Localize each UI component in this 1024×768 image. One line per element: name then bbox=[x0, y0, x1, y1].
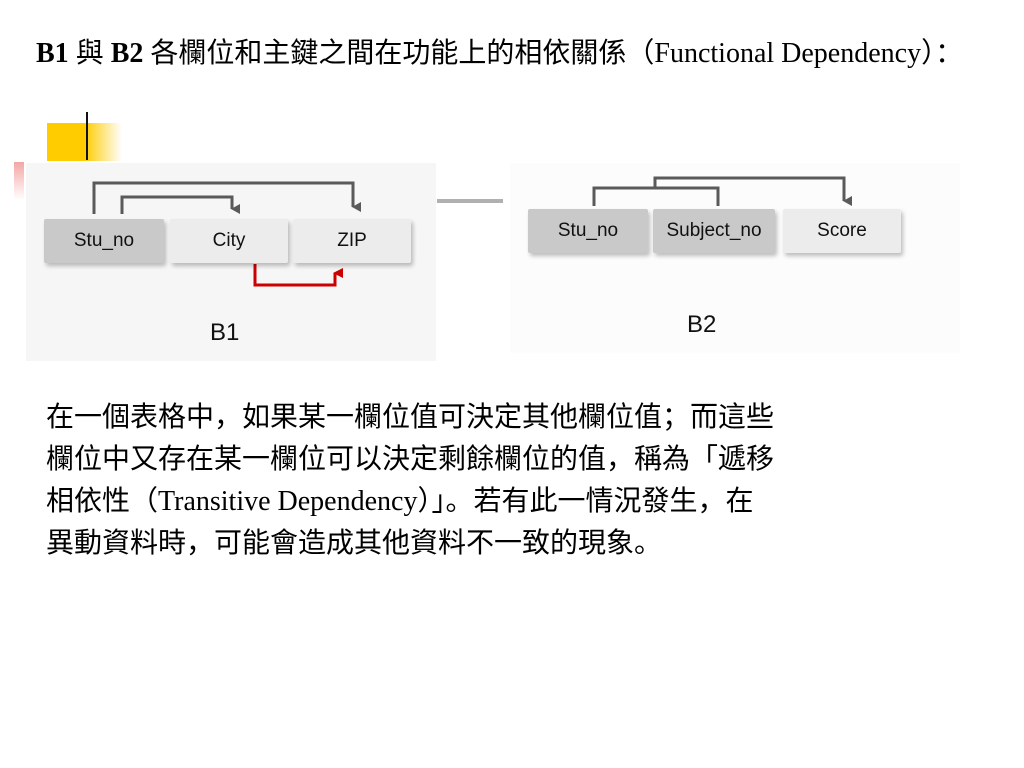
diagram-b1-arrows bbox=[92, 181, 361, 287]
title-b2: B2 bbox=[110, 38, 144, 69]
decorative-gray-divider bbox=[437, 199, 503, 203]
diagram-b1-label: B1 bbox=[210, 319, 240, 346]
diagram-b2-arrows bbox=[592, 176, 852, 206]
decorative-vertical-line bbox=[86, 112, 88, 160]
transitive-arrow-city-zip bbox=[253, 264, 343, 287]
field-city: City bbox=[170, 219, 288, 263]
title-b1: B1 bbox=[36, 38, 69, 69]
slide-title: B1 與 B2 各欄位和主鍵之間在功能上的相依關係（Functional Dep… bbox=[36, 34, 996, 74]
field-zip: ZIP bbox=[293, 219, 411, 263]
diagram-b2-label: B2 bbox=[687, 311, 717, 338]
field-score: Score bbox=[783, 209, 901, 253]
body-line: 在一個表格中，如果某一欄位值可決定其他欄位值；而這些 bbox=[46, 402, 775, 433]
body-line: 欄位中又存在某一欄位可以決定剩餘欄位的值，稱為「遞移 bbox=[46, 444, 775, 475]
body-line: 異動資料時，可能會造成其他資料不一致的現象。 bbox=[46, 528, 663, 559]
title-rest: 各欄位和主鍵之間在功能上的相依關係（Functional Dependency）… bbox=[143, 38, 964, 69]
decorative-red-bar bbox=[14, 162, 24, 200]
composite-key-bracket bbox=[592, 186, 720, 206]
body-line: 相依性（Transitive Dependency）」。若有此一情況發生，在 bbox=[46, 486, 754, 517]
dependency-arrow-key-score bbox=[653, 176, 852, 206]
diagram-b2: Stu_no Subject_no Score B2 bbox=[510, 163, 960, 353]
diagram-b1: Stu_no City ZIP B1 bbox=[26, 163, 436, 361]
dependency-arrow-stu-no-city bbox=[120, 195, 240, 214]
field-stu-no: Stu_no bbox=[44, 219, 164, 263]
title-and: 與 bbox=[68, 38, 111, 69]
dependency-arrow-stu-no-zip bbox=[92, 181, 361, 214]
field-subject-no: Subject_no bbox=[653, 209, 775, 253]
body-paragraph: 在一個表格中，如果某一欄位值可決定其他欄位值；而這些 欄位中又存在某一欄位可以決… bbox=[46, 397, 946, 565]
field-stu-no-b2: Stu_no bbox=[528, 209, 648, 253]
decorative-yellow-block bbox=[47, 123, 122, 161]
